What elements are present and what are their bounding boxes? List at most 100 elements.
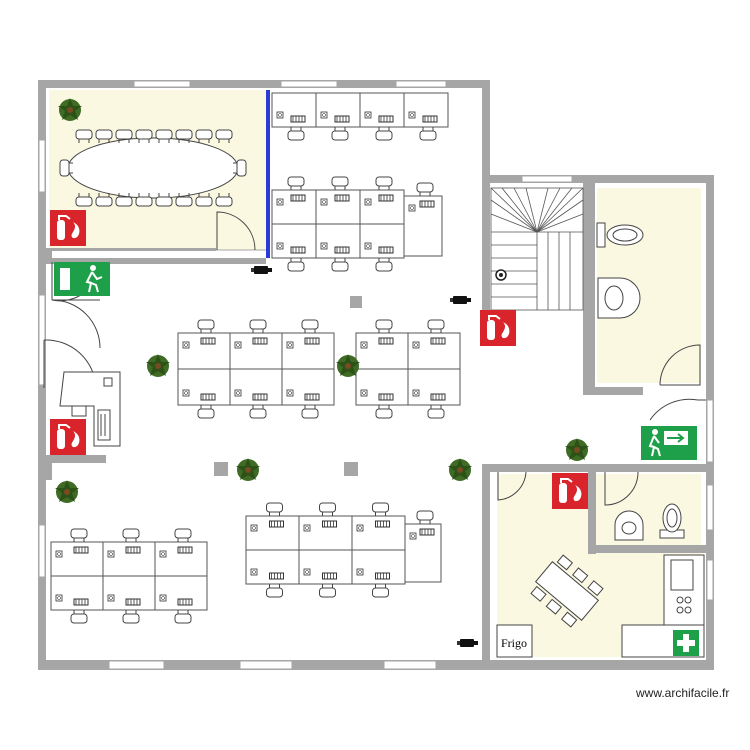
desk: [403, 92, 449, 141]
desk: [404, 510, 442, 583]
desk: [154, 575, 208, 624]
computer-monitor-icon: [200, 393, 216, 401]
glass-partition: [266, 90, 270, 258]
fire-extinguisher-sign-icon: [551, 472, 589, 510]
desk: [281, 368, 335, 419]
phone-icon: [320, 198, 328, 206]
computer-monitor-icon: [290, 115, 306, 123]
phone-icon: [182, 389, 190, 397]
computer-monitor-icon: [378, 115, 394, 123]
decorations: [49, 98, 589, 647]
desk: [271, 92, 317, 141]
column-pillar-icon: [214, 296, 362, 476]
desk: [315, 92, 361, 141]
computer-monitor-icon: [125, 546, 141, 554]
toilet-icon: [659, 503, 685, 539]
toilet-icon: [596, 222, 644, 248]
phone-icon: [303, 524, 311, 532]
computer-monitor-icon: [73, 546, 89, 554]
phone-icon: [107, 594, 115, 602]
computer-monitor-icon: [200, 337, 216, 345]
phone-icon: [55, 550, 63, 558]
dining-table: [530, 554, 604, 628]
computer-monitor-icon: [375, 520, 390, 528]
phone-icon: [408, 111, 416, 119]
desk: [50, 575, 104, 624]
computer-monitor-icon: [419, 528, 435, 536]
phone-icon: [408, 204, 416, 212]
phone-icon: [276, 111, 284, 119]
computer-monitor-icon: [252, 337, 268, 345]
phone-icon: [182, 341, 190, 349]
fire-extinguisher-sign-icon: [479, 309, 517, 347]
computer-monitor-icon: [378, 393, 394, 401]
phone-icon: [159, 550, 167, 558]
computer-monitor-icon: [269, 572, 284, 580]
computer-monitor-icon: [378, 194, 394, 202]
desk: [315, 223, 361, 272]
phone-icon: [250, 524, 258, 532]
computer-monitor-icon: [419, 200, 435, 208]
phone-icon: [159, 594, 167, 602]
workstations: [50, 92, 461, 624]
computer-monitor-icon: [269, 520, 284, 528]
desk: [281, 319, 335, 370]
computer-monitor-icon: [422, 115, 438, 123]
fire-extinguisher-sign-icon: [49, 418, 87, 456]
phone-icon: [412, 389, 420, 397]
desk: [407, 368, 461, 419]
desk: [154, 528, 208, 577]
desk: [177, 368, 231, 419]
emergency-exit-sign-icon: [54, 262, 110, 296]
smoke-detector-icon: [495, 269, 507, 281]
desk: [271, 176, 317, 225]
phone-icon: [356, 524, 364, 532]
phone-icon: [320, 111, 328, 119]
washbasin-icon: [614, 510, 644, 541]
kitchen-sink-icon: [670, 559, 694, 591]
computer-monitor-icon: [375, 572, 390, 580]
staircase-icon: [490, 187, 584, 311]
desk: [351, 502, 406, 551]
phone-icon: [303, 568, 311, 576]
desk: [355, 319, 409, 370]
desk: [177, 319, 231, 370]
computer-monitor-icon: [334, 246, 350, 254]
computer-monitor-icon: [304, 393, 320, 401]
fridge-label: Frigo: [501, 636, 528, 650]
desk: [359, 223, 405, 272]
desk: [245, 502, 300, 551]
phone-icon: [250, 568, 258, 576]
desk: [298, 502, 353, 551]
phone-icon: [364, 198, 372, 206]
computer-monitor-icon: [322, 572, 337, 580]
computer-monitor-icon: [334, 194, 350, 202]
phone-icon: [412, 341, 420, 349]
computer-monitor-icon: [430, 393, 446, 401]
computer-monitor-icon: [290, 246, 306, 254]
windows: [38, 80, 714, 670]
fridge: [496, 624, 533, 658]
potted-plant-icon: [565, 438, 589, 461]
desk: [271, 223, 317, 272]
phone-icon: [356, 568, 364, 576]
phone-icon: [364, 111, 372, 119]
phone-icon: [55, 594, 63, 602]
desk: [229, 368, 283, 419]
phone-icon: [276, 198, 284, 206]
washbasin-icon: [597, 277, 641, 319]
computer-monitor-icon: [73, 598, 89, 606]
desk: [407, 319, 461, 370]
reception-desk: [59, 371, 121, 447]
desk: [245, 549, 300, 598]
phone-icon: [276, 242, 284, 250]
computer-monitor-icon: [125, 598, 141, 606]
computer-monitor-icon: [378, 337, 394, 345]
meeting-table: [59, 129, 247, 207]
first-aid-sign-icon: [673, 630, 699, 656]
phone-icon: [320, 242, 328, 250]
phone-icon: [234, 341, 242, 349]
computer-monitor-icon: [430, 337, 446, 345]
phone-icon: [107, 550, 115, 558]
